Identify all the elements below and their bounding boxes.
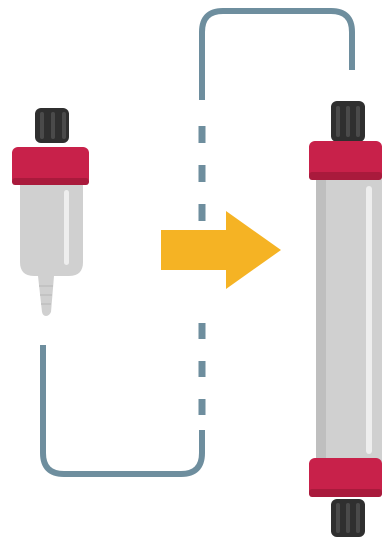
cartridge-connector-ridge	[62, 112, 66, 139]
column-barrel-highlight	[366, 186, 372, 454]
tubing-top	[198, 8, 355, 260]
column-connector-ridge	[336, 106, 340, 137]
cartridge-cap	[12, 147, 89, 185]
filter-cartridge-icon	[12, 108, 89, 316]
cartridge-cap-shade	[12, 178, 89, 185]
column-bottom-cap	[309, 458, 382, 497]
column-connector-ridge	[356, 503, 360, 533]
column-connector-ridge	[346, 106, 350, 137]
column-barrel-shade	[316, 172, 326, 472]
tubing-bottom-loop	[40, 345, 205, 477]
column-bottom-cap-shade	[309, 489, 382, 497]
column-connector-ridge	[346, 503, 350, 533]
tubing-bottom	[40, 322, 206, 477]
cartridge-barrel	[20, 183, 83, 276]
column-top-cap-shade	[309, 172, 382, 180]
column-connector-ridge	[336, 503, 340, 533]
cartridge-connector-ridge	[40, 112, 44, 139]
cartridge-barrel-highlight	[64, 190, 69, 265]
column-top-cap	[309, 141, 382, 180]
cartridge-connector-ridge	[51, 112, 55, 139]
chromatography-column-icon	[309, 101, 382, 537]
column-connector-ridge	[356, 106, 360, 137]
arrow-right-icon	[161, 211, 281, 289]
tubing-top-arch	[199, 8, 355, 100]
cartridge-outlet-tip	[38, 276, 54, 316]
